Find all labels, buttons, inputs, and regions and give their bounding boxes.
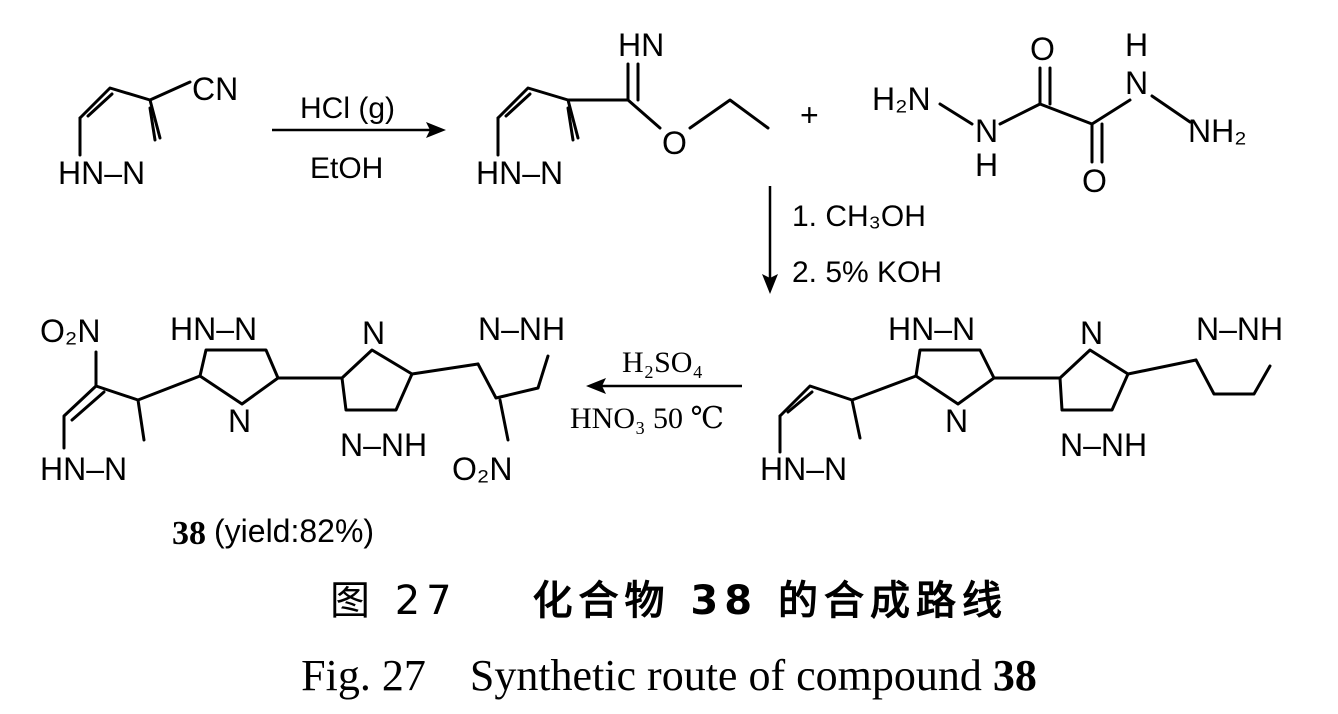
hydrazide-nh2-label: NH₂ — [1188, 113, 1247, 149]
sm-ring-double-bond-2 — [148, 106, 157, 142]
imidate-ring-double-bond-2 — [566, 106, 575, 142]
bt-left-pyrazole-hn-n: HN–N — [760, 451, 847, 487]
bt-right-pyrazole — [1194, 358, 1272, 396]
sm-cn-label: CN — [192, 71, 238, 107]
imidate-co-bond — [626, 98, 662, 130]
bt-triazole2-n: N — [1080, 315, 1103, 351]
p-link-3 — [410, 362, 480, 376]
hydrazide-bond-4 — [1150, 94, 1192, 124]
imidate-nh-label: HN — [618, 27, 664, 63]
step3-arrow: H₂SO₄ HNO₃ 50 ℃ — [570, 346, 742, 435]
step3-arrow-head — [586, 378, 606, 394]
step2-reagent-2: 2. 5% KOH — [792, 256, 942, 289]
p-no2-left-label: O₂N — [40, 313, 100, 349]
p-triazole2-n-nh: N–NH — [340, 427, 427, 463]
caption-en-number: 38 — [992, 651, 1037, 700]
caption-chinese: 图 27 化合物 38 的合成路线 — [0, 568, 1338, 626]
sm-nh-label: HN–N — [58, 155, 145, 191]
p-triazole1-n: N — [228, 403, 251, 439]
step3-reagent-top: H₂SO₄ — [622, 346, 703, 379]
hydrazide-bond-2 — [998, 102, 1042, 126]
hydrazide-h-bottom-label: H — [975, 147, 998, 183]
hydrazide-bond-3 — [1090, 98, 1132, 126]
product-number: 38 — [172, 515, 206, 552]
p-no2-right-label: O₂N — [452, 451, 512, 487]
p-link-1 — [136, 374, 202, 402]
sm-ring-bonds — [78, 86, 162, 140]
caption-cn-number: 38 — [690, 578, 759, 624]
bt-left-pyrazole — [778, 384, 862, 440]
p-left-pyrazole-a — [62, 384, 98, 450]
bt-triazole-2 — [1058, 348, 1130, 412]
step1-reagent-bottom: EtOH — [310, 152, 383, 185]
bt-triazole-1 — [914, 348, 996, 406]
bt-triazole1-n: N — [945, 403, 968, 439]
product-38: O₂N HN–N N N N–NH N–NH HN–N O₂N 38 (yiel… — [40, 311, 565, 552]
p-triazole1-hn-n: HN–N — [170, 311, 257, 347]
step1-reagent-top: HCl (g) — [300, 92, 395, 125]
step2-arrow-head — [762, 274, 778, 294]
hydrazide-n-right-label: N — [1125, 65, 1148, 101]
caption-en-prefix: Fig. 27 — [301, 651, 426, 700]
bt-left-pyrazole-double — [786, 390, 814, 414]
imidate-o-label: O — [662, 125, 687, 161]
p-triazole-2 — [340, 348, 414, 412]
imidate-ring-nh-label: HN–N — [476, 155, 563, 191]
bt-link-1 — [850, 374, 918, 402]
hydrazide-n-left-label: N — [975, 113, 998, 149]
caption-cn-text-a: 化合物 — [532, 578, 691, 624]
oxalyl-dihydrazide: H₂N N H O O H N NH₂ — [872, 27, 1247, 199]
step2-reagent-1: 1. CH₃OH — [792, 200, 926, 233]
imidate-ring-double-bond — [504, 92, 532, 118]
step1-arrow: HCl (g) EtOH — [272, 92, 446, 185]
hydrazide-bond-1 — [938, 102, 974, 126]
p-triazole2-n: N — [362, 315, 385, 351]
caption-cn-text-b: 的合成路线 — [758, 578, 1009, 624]
p-triazole-1 — [198, 348, 280, 406]
p-right-pyrazole-n-nh: N–NH — [478, 311, 565, 347]
step3-reagent-bottom: HNO₃ 50 ℃ — [570, 402, 724, 435]
hydrazide-h2n-label: H₂N — [872, 81, 931, 117]
step1-arrow-head — [426, 122, 446, 138]
bt-right-pyrazole-n-nh: N–NH — [1196, 311, 1283, 347]
bt-link-3 — [1126, 358, 1198, 376]
caption-en-text: Synthetic route of compound — [469, 651, 993, 700]
p-left-pyrazole-hn-n: HN–N — [40, 451, 127, 487]
hydrazide-o-bottom-label: O — [1082, 163, 1107, 199]
p-right-pyrazole — [476, 354, 550, 400]
bistriazole-intermediate: HN–N N N N–NH N–NH HN–N — [760, 311, 1283, 487]
caption-cn-prefix: 图 27 — [329, 578, 458, 624]
p-no2-right-bond — [498, 398, 510, 442]
imidate-ring-bonds — [496, 86, 580, 140]
sm-ring-double-bond — [86, 92, 114, 118]
product-yield: (yield:82%) — [214, 513, 374, 549]
hydrazide-cc-bond — [1038, 102, 1094, 126]
caption-english: Fig. 27 Synthetic route of compound 38 — [0, 650, 1338, 701]
plus-sign: + — [800, 97, 819, 133]
starting-material-pyrazole-carbonitrile: CN HN–N — [58, 71, 238, 191]
imidate-ethyl-bonds — [688, 98, 770, 130]
step2-arrow: 1. CH₃OH 2. 5% KOH — [762, 186, 942, 294]
hydrazide-o-top-label: O — [1030, 31, 1055, 67]
bt-triazole2-n-nh: N–NH — [1060, 427, 1147, 463]
p-left-pyrazole-double — [70, 390, 106, 422]
bt-triazole1-hn-n: HN–N — [888, 311, 975, 347]
imidate-intermediate: HN O HN–N — [476, 27, 770, 191]
hydrazide-h-top-label: H — [1125, 27, 1148, 63]
sm-cn-bond — [148, 80, 192, 102]
